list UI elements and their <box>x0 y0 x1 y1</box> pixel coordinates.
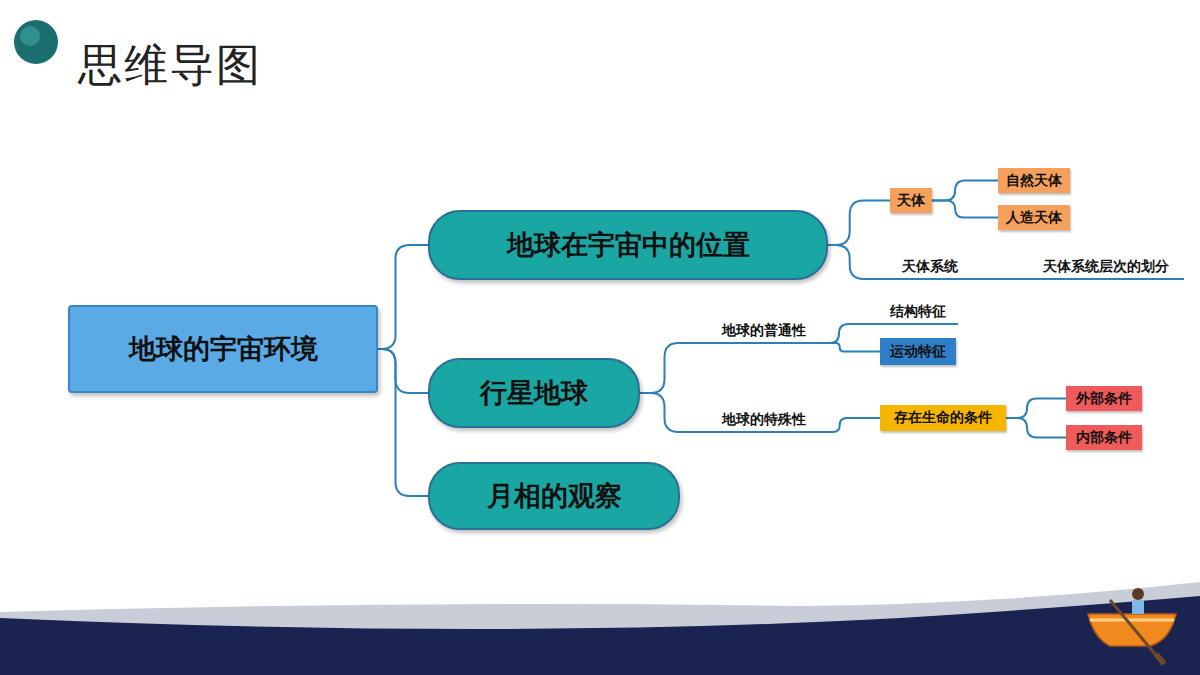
node-label: 天体 <box>897 192 925 210</box>
branch-connector <box>640 343 710 393</box>
branch-connector <box>932 201 998 218</box>
branch-connector <box>1006 399 1066 419</box>
branch-connector <box>932 181 998 201</box>
title-icon-highlight <box>20 26 40 46</box>
node-label: 运动特征 <box>890 343 946 361</box>
branch-connector <box>828 245 890 279</box>
topic-text: 结构特征 <box>878 301 958 325</box>
branch-connector <box>818 324 878 343</box>
node-label: 月相的观察 <box>487 478 622 514</box>
node-label: 结构特征 <box>890 303 946 321</box>
wave-dark <box>0 596 1200 675</box>
topic-text: 天体系统 <box>890 256 970 280</box>
node-label: 存在生命的条件 <box>894 409 992 427</box>
branch-connector <box>378 245 428 349</box>
branch-pill: 行星地球 <box>428 358 640 428</box>
root-box: 地球的宇宙环境 <box>68 305 378 393</box>
topic-tag: 存在生命的条件 <box>880 405 1006 431</box>
node-label: 地球在宇宙中的位置 <box>507 227 750 263</box>
branch-connector <box>818 343 880 352</box>
topic-tag: 天体 <box>890 188 932 213</box>
topic-tag: 内部条件 <box>1066 425 1142 450</box>
topic-text: 地球的特殊性 <box>710 409 818 433</box>
topic-tag: 人造天体 <box>998 205 1070 230</box>
boat-illustration <box>1088 588 1176 664</box>
topic-tag: 运动特征 <box>880 338 956 365</box>
node-label: 地球的普通性 <box>722 322 806 340</box>
branch-connector <box>1006 418 1066 438</box>
topic-tag: 外部条件 <box>1066 386 1142 411</box>
node-label: 外部条件 <box>1076 390 1132 408</box>
branch-pill: 地球在宇宙中的位置 <box>428 210 828 280</box>
branch-connector <box>378 349 428 496</box>
node-label: 天体系统 <box>902 258 958 276</box>
page-title: 思维导图 <box>78 36 262 95</box>
node-label: 自然天体 <box>1006 172 1062 190</box>
topic-text: 地球的普通性 <box>710 320 818 344</box>
node-label: 人造天体 <box>1006 209 1062 227</box>
node-label: 地球的特殊性 <box>722 411 806 429</box>
title-icon <box>14 20 58 64</box>
wave-light <box>0 582 1200 675</box>
node-label: 行星地球 <box>480 375 588 411</box>
branch-pill: 月相的观察 <box>428 462 680 530</box>
branch-connector <box>818 418 880 432</box>
node-label: 地球的宇宙环境 <box>129 331 318 367</box>
topic-tag: 自然天体 <box>998 168 1070 193</box>
node-label: 天体系统层次的划分 <box>1043 258 1169 276</box>
branch-connector <box>640 393 710 432</box>
node-label: 内部条件 <box>1076 429 1132 447</box>
topic-text: 天体系统层次的划分 <box>1028 256 1184 280</box>
branch-connector <box>970 278 1028 280</box>
branch-connector <box>828 201 890 246</box>
branch-connector <box>378 349 428 393</box>
